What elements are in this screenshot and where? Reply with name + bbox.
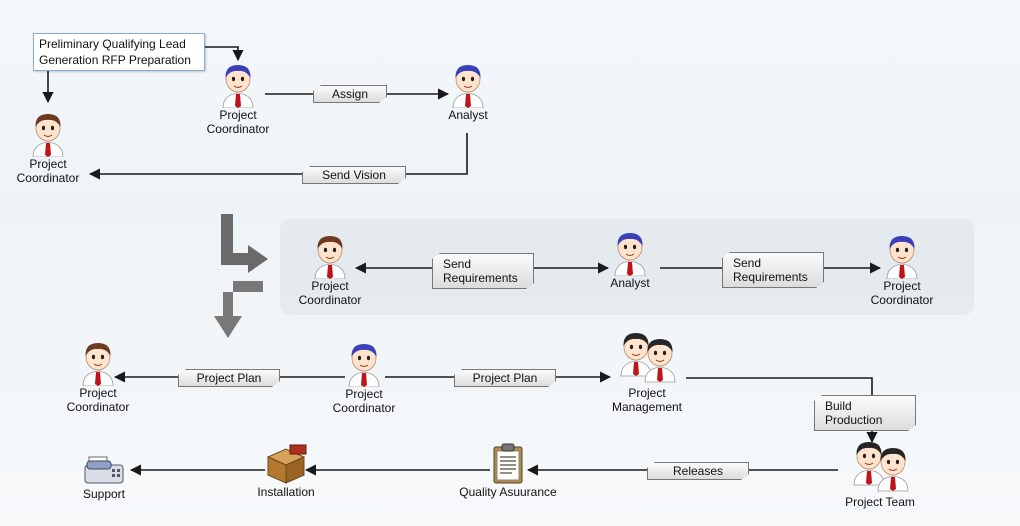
node-label: Analyst <box>610 276 650 290</box>
team-icon <box>853 442 909 492</box>
flow-arrows <box>214 214 268 338</box>
tag-label: Production <box>825 413 883 427</box>
tag-label: Requirements <box>733 270 808 284</box>
person-icon <box>452 65 484 108</box>
node-project-coordinator-row3-mid: Project Coordinator <box>324 341 404 415</box>
connector-info-to-pc <box>193 46 244 62</box>
tag-project-plan-left: Project Plan <box>178 369 280 387</box>
node-label: Coordinator <box>332 401 396 415</box>
person-icon <box>222 65 254 108</box>
node-project-coordinator-row3-left: Project Coordinator <box>58 340 138 414</box>
tag-project-plan-right: Project Plan <box>454 369 556 387</box>
node-label: Coordinator <box>298 293 362 307</box>
person-icon <box>314 236 346 279</box>
node-label: Analyst <box>448 108 488 122</box>
node-label: Coordinator <box>206 122 270 136</box>
node-support: Support <box>72 451 136 501</box>
tag-label: Send <box>733 256 762 270</box>
connector-send-vision <box>88 133 468 180</box>
node-label: Project Team <box>845 495 915 509</box>
flow-arrow-down <box>214 281 263 338</box>
tag-label: Build <box>825 399 852 413</box>
info-box-line: Preliminary Qualifying Lead <box>39 37 186 51</box>
node-project-coordinator-mid2: Project Coordinator <box>862 233 942 307</box>
node-label: Management <box>611 400 683 414</box>
fax-icon <box>84 456 124 484</box>
tag-releases: Releases <box>647 462 749 480</box>
node-label: Project <box>311 279 349 293</box>
person-icon <box>348 344 380 387</box>
node-label: Coordinator <box>870 293 934 307</box>
tag-label: Requirements <box>443 271 518 285</box>
tag-label: Send Vision <box>322 168 386 182</box>
tag-assign: Assign <box>313 85 387 103</box>
box-icon <box>266 444 307 484</box>
node-project-coordinator-top: Project Coordinator <box>196 62 280 136</box>
tag-build-production: Build Production <box>814 395 916 431</box>
tag-label: Project Plan <box>196 371 262 385</box>
node-label: Installation <box>257 485 315 499</box>
node-label: Project <box>219 108 257 122</box>
node-project-management: Project Management <box>600 330 694 414</box>
node-label: Project <box>345 387 383 401</box>
tag-label: Releases <box>672 464 724 478</box>
team-icon <box>620 333 676 383</box>
tag-send-requirements-1: Send Requirements <box>432 253 534 289</box>
tag-send-vision: Send Vision <box>302 166 406 184</box>
node-project-coordinator-mid1: Project Coordinator <box>290 233 370 307</box>
info-box-line: Generation RFP Preparation <box>39 53 191 67</box>
node-label: Coordinator <box>66 400 130 414</box>
tag-label: Send <box>443 257 472 271</box>
node-label: Project <box>29 157 67 171</box>
node-label: Coordinator <box>16 171 80 185</box>
node-installation: Installation <box>248 443 324 499</box>
info-box-rfp: Preliminary Qualifying Lead Generation R… <box>33 33 205 71</box>
node-analyst-top: Analyst <box>435 62 501 122</box>
flow-arrow-right <box>221 214 268 273</box>
node-quality-assurance: Quality Asuurance <box>453 443 563 499</box>
person-icon <box>82 343 114 386</box>
tag-label: Assign <box>331 87 369 101</box>
node-project-coordinator-left: Project Coordinator <box>8 111 88 185</box>
node-label: Project <box>883 279 921 293</box>
person-icon <box>32 114 64 157</box>
node-project-team: Project Team <box>836 439 924 509</box>
tag-send-requirements-2: Send Requirements <box>722 252 824 288</box>
person-icon <box>886 236 918 279</box>
node-label: Quality Asuurance <box>459 485 557 499</box>
clipboard-icon <box>493 443 523 484</box>
tag-label: Project Plan <box>472 371 538 385</box>
node-label: Project <box>628 386 666 400</box>
node-label: Support <box>82 487 126 501</box>
node-analyst-mid: Analyst <box>598 230 662 290</box>
person-icon <box>614 233 646 276</box>
node-label: Project <box>79 386 117 400</box>
